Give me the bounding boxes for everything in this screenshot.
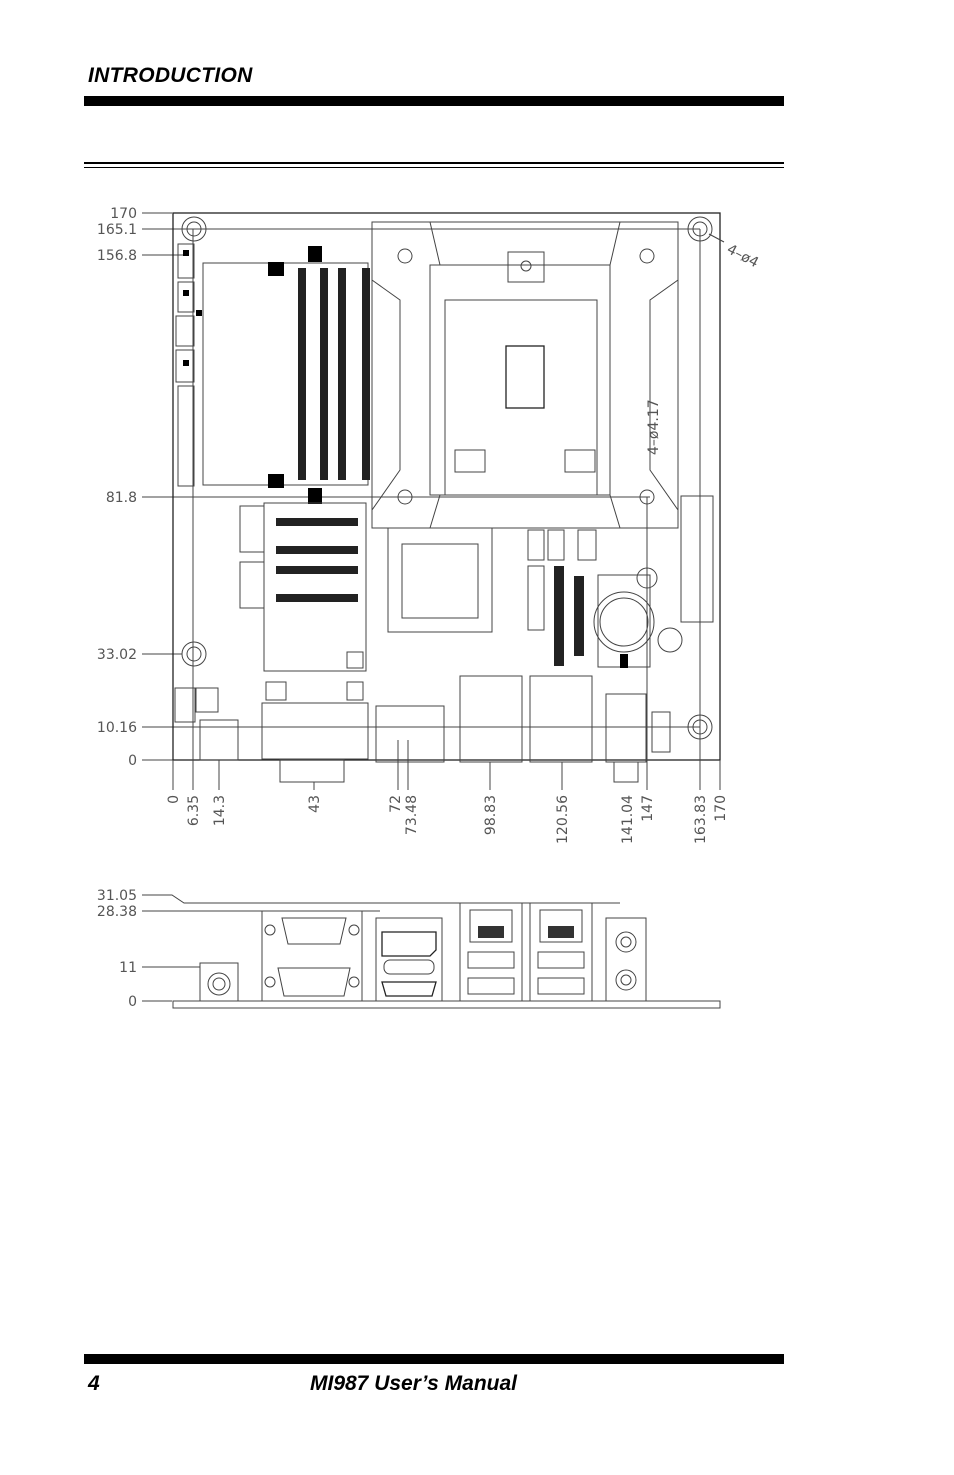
io-side-view-labels: 31.05 28.38 11 0 (97, 888, 137, 1010)
io-y-dim-label: 0 (128, 994, 137, 1010)
x-dim-label: 14.3 (212, 795, 228, 826)
x-dim-label: 141.04 (620, 795, 636, 844)
x-dim-label: 6.35 (186, 795, 202, 826)
y-dim-label: 156.8 (97, 248, 137, 264)
socket-hole-note: 4–ø4.17 (646, 399, 662, 455)
header-rule (84, 96, 784, 106)
section-divider-top (84, 162, 784, 164)
mounting-holes (181, 216, 713, 740)
sodimm-slots (202, 246, 370, 504)
io-side-view (172, 902, 721, 1009)
x-dim-label: 163.83 (693, 795, 709, 844)
x-dim-label: 147 (640, 795, 656, 822)
y-dimension-leaders (142, 212, 720, 761)
manual-title: MI987 User’s Manual (310, 1372, 517, 1395)
cpu-socket (371, 221, 679, 529)
io-connectors-top-view (174, 675, 671, 783)
section-title: INTRODUCTION (88, 64, 253, 87)
x-dim-label: 43 (307, 795, 323, 813)
y-dimension-labels: 170 165.1 156.8 81.8 33.02 10.16 0 (97, 206, 137, 769)
x-dim-label: 98.83 (483, 795, 499, 835)
y-dim-label: 10.16 (97, 720, 137, 736)
left-headers (175, 243, 202, 487)
io-y-dim-label: 28.38 (97, 904, 137, 920)
right-components (527, 495, 714, 668)
section-divider-bottom (84, 167, 784, 168)
y-dim-label: 165.1 (97, 222, 137, 238)
y-dim-label: 33.02 (97, 647, 137, 663)
hole-note: 4–ø4 (724, 241, 761, 271)
io-y-dim-label: 11 (119, 960, 137, 976)
x-dim-label: 170 (713, 795, 729, 822)
board-outline (172, 212, 721, 761)
x-dim-label: 0 (166, 795, 182, 804)
x-dim-label: 72 (388, 795, 404, 813)
x-dim-label: 120.56 (555, 795, 571, 844)
io-y-dim-label: 31.05 (97, 888, 137, 904)
io-side-view-leaders (142, 894, 620, 1002)
y-dim-label: 81.8 (106, 490, 137, 506)
x-dim-label: 73.48 (404, 795, 420, 835)
footer-rule (84, 1354, 784, 1364)
chipset (387, 527, 493, 633)
y-dim-label: 170 (110, 206, 137, 222)
y-dim-label: 0 (128, 753, 137, 769)
x-dimension-labels: 0 6.35 14.3 43 72 73.48 98.83 120.56 141… (166, 795, 729, 844)
page-number: 4 (88, 1372, 100, 1395)
x-dimension-leaders (172, 229, 721, 790)
mini-pcie-slots (239, 502, 367, 701)
